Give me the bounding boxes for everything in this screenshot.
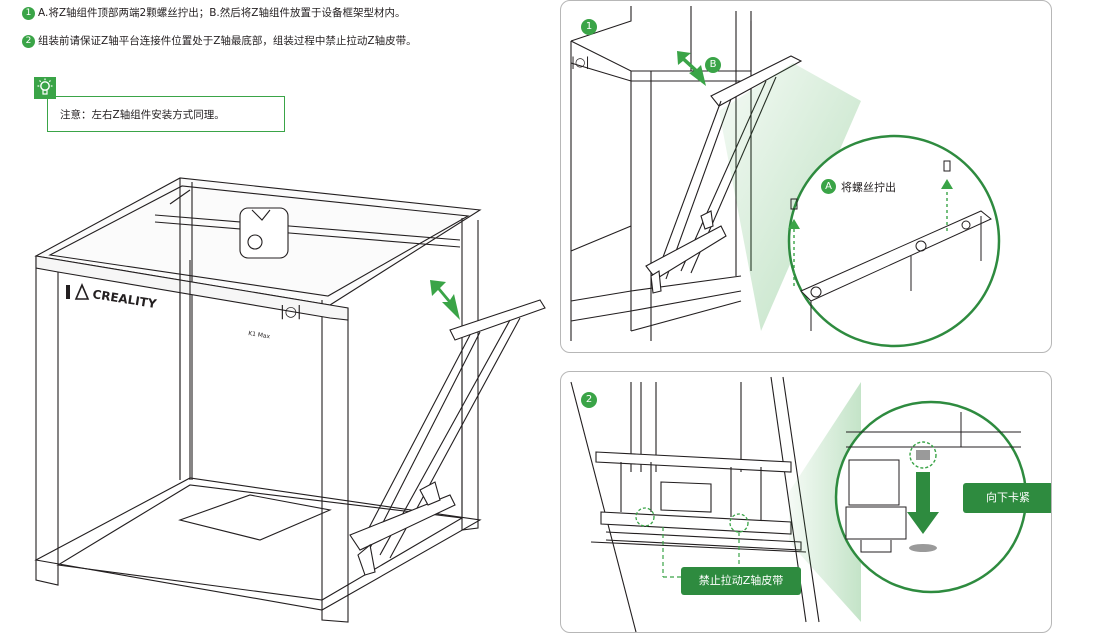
panel-step-1: 1 B A 将螺丝拧出 |○| <box>560 0 1052 353</box>
label-a-badge: A <box>821 179 836 194</box>
step-2-text: 组装前请保证Z轴平台连接件位置处于Z轴最底部，组装过程中禁止拉动Z轴皮带。 <box>38 35 417 47</box>
brand-text: CREALITY <box>92 287 158 311</box>
model-text: K1 Max <box>248 330 271 340</box>
note-box <box>47 96 285 132</box>
panel-step-2: 2 向下卡紧 禁止拉动Z轴皮带 <box>560 371 1052 633</box>
step-1-text: A.将Z轴组件顶部两端2颗螺丝拧出；B.然后将Z轴组件放置于设备框架型材内。 <box>38 7 406 19</box>
press-down-callout: 向下卡紧 <box>963 483 1051 513</box>
step-2-number: 2 <box>22 34 35 48</box>
unscrew-label: 将螺丝拧出 <box>841 181 896 194</box>
no-pull-belt-callout: 禁止拉动Z轴皮带 <box>681 567 801 595</box>
note-text: 注意：左右Z轴组件安装方式同理。 <box>60 109 225 121</box>
brand-logo <box>66 282 90 300</box>
side-mark: |○| <box>280 304 302 320</box>
panel-2-number: 2 <box>581 392 597 408</box>
label-b-badge: B <box>705 57 721 73</box>
panel-1-side-mark: |○| <box>571 55 590 69</box>
lightbulb-icon <box>34 77 56 99</box>
printer-illustration: CREALITY K1 Max |○| <box>34 177 546 623</box>
step-1-number: 1 <box>22 6 35 20</box>
panel-1-number: 1 <box>581 19 597 35</box>
